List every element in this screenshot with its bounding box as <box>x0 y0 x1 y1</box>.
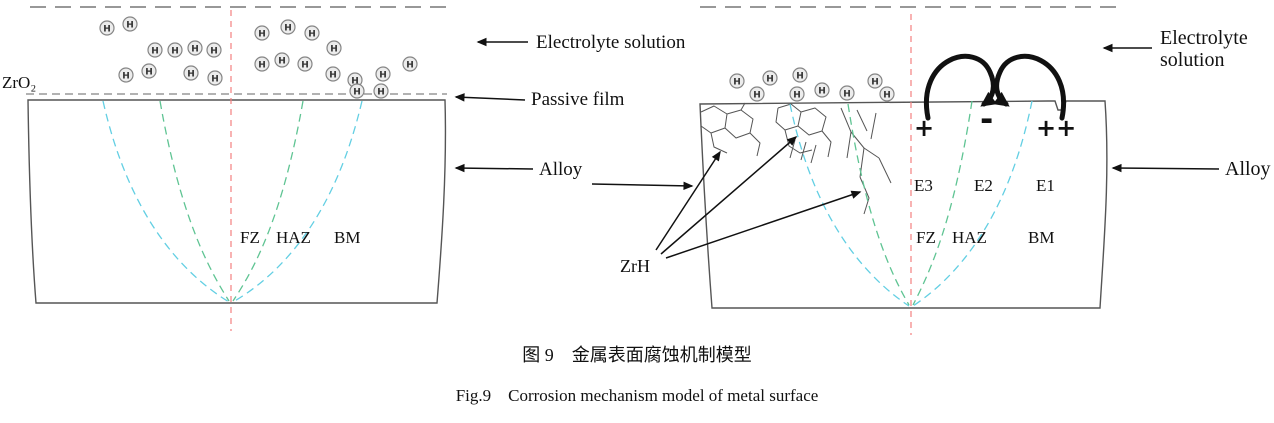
right-panel: + - ++ E3 E2 E1 FZ HAZ BM ZrH <box>620 6 1117 335</box>
zrh-arrow-3 <box>665 190 862 259</box>
zone-label-fz: FZ <box>240 228 260 247</box>
alloy-label: Alloy <box>539 159 583 180</box>
hydrogen-atom-icon <box>141 63 157 79</box>
haz-boundary-curve-left <box>789 103 910 307</box>
caption-english: Fig.9 Corrosion mechanism model of metal… <box>456 386 819 405</box>
haz-boundary-curve-left <box>102 100 230 303</box>
hydrogen-atom-icon <box>118 67 134 83</box>
hydrogen-atom-icon <box>326 40 342 56</box>
alloy-arrow-left <box>454 163 534 173</box>
zrh-label: ZrH <box>620 256 650 276</box>
electrolyte-label-line2: solution <box>1160 49 1224 71</box>
electrode-label-e2: E2 <box>974 176 993 195</box>
zone-label-haz: HAZ <box>952 228 987 247</box>
hydrogen-atom-icon <box>254 56 270 72</box>
hydrogen-atom-icon <box>814 82 830 98</box>
zone-label-fz: FZ <box>916 228 936 247</box>
zone-label-haz: HAZ <box>276 228 311 247</box>
hydrogen-atom-icon <box>167 42 183 58</box>
hydrogen-atom-icon <box>147 42 163 58</box>
electrode-label-e1: E1 <box>1036 176 1055 195</box>
hydrogen-atom-icon <box>187 40 203 56</box>
passive-film-arrow <box>454 93 526 102</box>
hydrogen-atom-icon <box>729 73 745 89</box>
haz-boundary-curve-right <box>232 100 363 303</box>
hydrogen-atom-icon <box>375 66 391 82</box>
hydrogen-atom-icon <box>789 86 805 102</box>
hydrogen-atom-icon <box>749 86 765 102</box>
middle-annotations: Electrolyte solution Passive film Alloy <box>454 32 694 191</box>
hydrogen-atom-icon <box>254 25 270 41</box>
hydride-cracks-cluster-2 <box>775 103 832 164</box>
hydrogen-atom-icon <box>373 83 389 99</box>
hydrogen-atom-icon <box>762 70 778 86</box>
hydrogen-atom-icon <box>99 20 115 36</box>
left-panel: ZrO₂ <box>2 6 447 331</box>
caption-chinese: 图 9 金属表面腐蚀机制模型 <box>522 345 752 365</box>
hydrogen-atom-icon <box>325 66 341 82</box>
passive-film-label: Passive film <box>531 89 625 110</box>
hydrogen-atom-icon <box>280 19 296 35</box>
alloy-arrow <box>1111 163 1220 173</box>
hydrogen-atom-icon <box>274 52 290 68</box>
hydrogen-atom-icon <box>304 25 320 41</box>
hydrogen-atom-icon <box>867 73 883 89</box>
hydrogen-atom-icon <box>879 86 895 102</box>
hydrogen-atoms-cloud <box>729 67 895 102</box>
current-loop-arrow-left <box>923 53 997 121</box>
hydride-cracks-cluster-3 <box>840 107 892 215</box>
anode-charge-left: + <box>914 114 934 142</box>
zrh-arrow-2 <box>660 136 798 255</box>
current-loop-arrow-right <box>993 53 1067 121</box>
fusion-boundary-curve-left <box>847 103 910 306</box>
alloy-block <box>27 99 447 304</box>
electrolyte-label-line1: Electrolyte <box>1160 27 1248 49</box>
hydrogen-atom-icon <box>839 85 855 101</box>
fusion-boundary-curve-right <box>232 100 304 302</box>
hydrogen-atom-icon <box>349 83 365 99</box>
zro2-label: ZrO₂ <box>2 73 36 92</box>
hydrogen-atom-icon <box>122 16 138 32</box>
zone-label-bm: BM <box>334 228 360 247</box>
hydrogen-atom-icon <box>207 70 223 86</box>
alloy-block <box>699 100 1108 309</box>
zrh-arrow-1 <box>655 150 721 251</box>
hydrogen-atom-icon <box>792 67 808 83</box>
figure-caption: 图 9 金属表面腐蚀机制模型 Fig.9 Corrosion mechanism… <box>456 345 819 405</box>
hydride-cracks-cluster-1 <box>700 102 761 157</box>
electrolyte-solution-label: Electrolyte solution <box>536 32 686 53</box>
alloy-arrow-right <box>591 181 694 191</box>
alloy-label: Alloy <box>1225 158 1271 180</box>
zone-label-bm: BM <box>1028 228 1054 247</box>
hydrogen-atom-icon <box>183 65 199 81</box>
electrode-label-e3: E3 <box>914 176 933 195</box>
hydrogen-atoms-cloud <box>99 16 418 99</box>
hydrogen-atom-icon <box>402 56 418 72</box>
haz-boundary-curve-right <box>912 100 1033 307</box>
cathode-charge: - <box>980 100 993 138</box>
fusion-boundary-curve-left <box>159 100 230 302</box>
hydrogen-atom-icon <box>206 42 222 58</box>
right-annotations: Electrolyte solution Alloy <box>1102 27 1271 180</box>
anode-charge-right: ++ <box>1036 114 1076 142</box>
hydrogen-atom-icon <box>297 56 313 72</box>
fusion-boundary-curve-right <box>912 100 973 306</box>
